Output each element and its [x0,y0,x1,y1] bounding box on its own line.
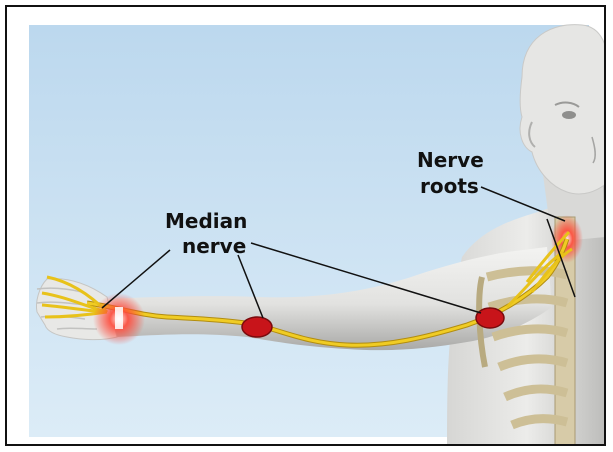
arm-anatomy-illustration: Median nerve Nerve roots [7,7,606,446]
shoulder-compression-marker [476,308,504,328]
elbow-compression-marker [242,317,272,337]
nerve-roots-label-line1: Nerve [417,148,484,172]
median-nerve-label-line2: nerve [182,234,246,258]
nerve-roots-label-line2: roots [420,174,479,198]
wrist-compression-icon [115,307,123,329]
illustration-frame: Median nerve Nerve roots [5,5,606,446]
median-nerve-label-line1: Median [165,209,247,233]
